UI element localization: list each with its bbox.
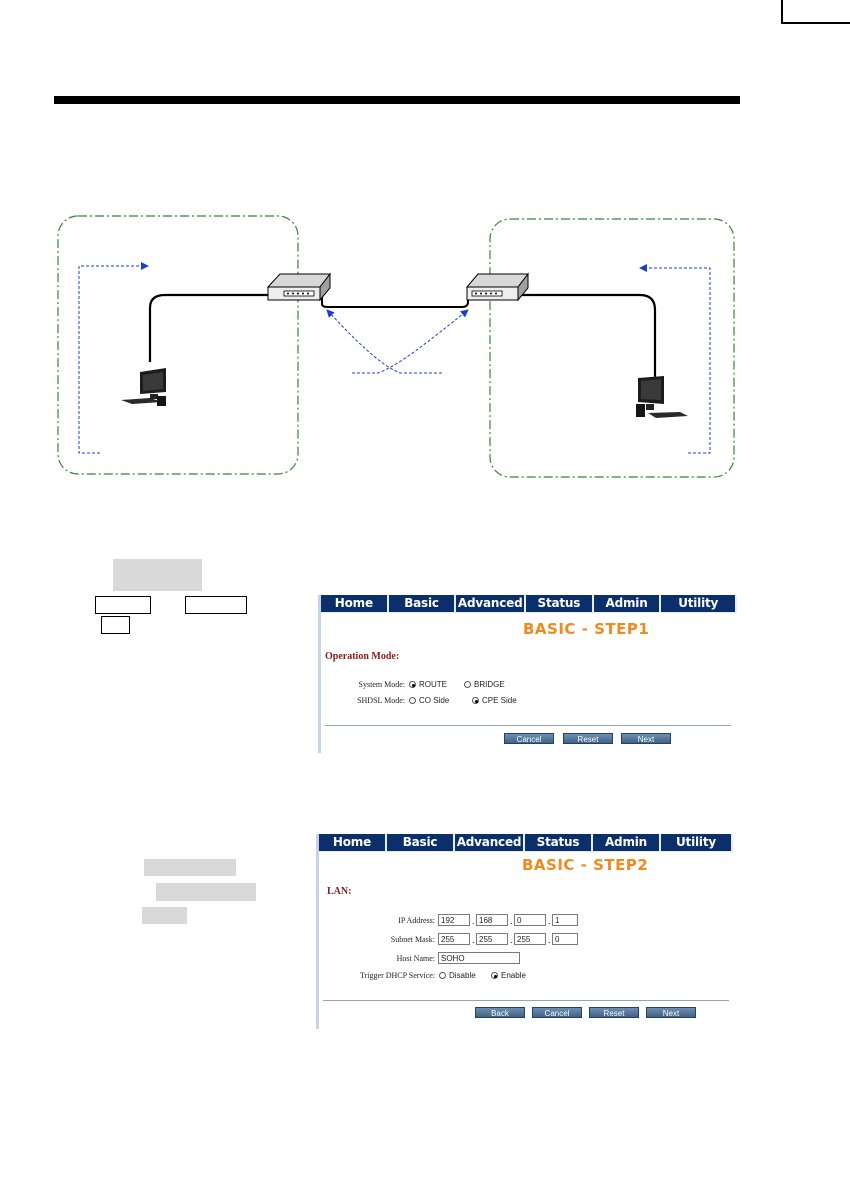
mask-octet-4[interactable]: 0 bbox=[552, 933, 578, 945]
redacted-text-1 bbox=[113, 559, 202, 591]
nav-utility[interactable]: Utility bbox=[661, 595, 735, 612]
boxed-term-2 bbox=[185, 596, 247, 614]
section-heading: LAN: bbox=[327, 886, 352, 897]
left-computer-icon bbox=[121, 368, 166, 406]
redacted-text-3 bbox=[156, 883, 256, 901]
reset-button[interactable]: Reset bbox=[589, 1007, 639, 1018]
chapter-title-rule bbox=[54, 96, 740, 104]
separator: . bbox=[510, 935, 513, 945]
option-label: ROUTE bbox=[419, 680, 447, 689]
host-name-label: Host Name: bbox=[396, 954, 435, 963]
dhcp-service-label: Trigger DHCP Service: bbox=[360, 971, 435, 980]
right-modem-icon bbox=[465, 272, 530, 302]
shdsl-line bbox=[321, 296, 469, 308]
system-mode-route-radio[interactable]: ROUTE bbox=[409, 680, 447, 689]
next-button[interactable]: Next bbox=[621, 733, 671, 744]
radio-selected-icon bbox=[409, 681, 416, 688]
network-diagram bbox=[57, 215, 735, 478]
dhcp-enable-radio[interactable]: Enable bbox=[491, 971, 526, 980]
back-button[interactable]: Back bbox=[475, 1007, 525, 1018]
nav-home[interactable]: Home bbox=[321, 595, 387, 612]
left-flow-arrow bbox=[78, 262, 149, 454]
left-site-boundary bbox=[57, 215, 299, 475]
divider bbox=[323, 1000, 729, 1001]
nav-admin[interactable]: Admin bbox=[593, 834, 659, 851]
radio-icon bbox=[464, 681, 471, 688]
radio-selected-icon bbox=[472, 697, 479, 704]
redacted-text-4 bbox=[142, 907, 187, 924]
cross-arrow-to-left-modem bbox=[326, 309, 442, 374]
right-site-boundary bbox=[489, 218, 735, 478]
shdsl-mode-label: SHDSL Mode: bbox=[357, 696, 405, 705]
next-button[interactable]: Next bbox=[646, 1007, 696, 1018]
reset-button[interactable]: Reset bbox=[563, 733, 613, 744]
system-mode-label: System Mode: bbox=[358, 680, 405, 689]
system-mode-bridge-radio[interactable]: BRIDGE bbox=[464, 680, 505, 689]
right-computer-icon bbox=[636, 376, 688, 418]
top-nav-bar: Home Basic Advanced Status Admin Utility bbox=[321, 595, 737, 613]
ip-octet-3[interactable]: 0 bbox=[514, 914, 546, 926]
cancel-button[interactable]: Cancel bbox=[504, 733, 554, 744]
mask-octet-2[interactable]: 255 bbox=[476, 933, 508, 945]
left-modem-icon bbox=[266, 272, 332, 302]
boxed-term-1 bbox=[95, 596, 151, 614]
ip-octet-4[interactable]: 1 bbox=[552, 914, 578, 926]
separator: . bbox=[472, 935, 475, 945]
shdsl-mode-cpe-radio[interactable]: CPE Side bbox=[472, 696, 517, 705]
dhcp-disable-radio[interactable]: Disable bbox=[439, 971, 476, 980]
radio-icon bbox=[409, 697, 416, 704]
nav-basic[interactable]: Basic bbox=[388, 595, 455, 612]
mask-octet-1[interactable]: 255 bbox=[438, 933, 470, 945]
ip-octet-1[interactable]: 192 bbox=[438, 914, 470, 926]
radio-icon bbox=[439, 972, 446, 979]
ip-octet-2[interactable]: 168 bbox=[476, 914, 508, 926]
option-label: Disable bbox=[449, 971, 476, 980]
ip-address-label: IP Address: bbox=[398, 916, 435, 925]
basic-step1-screenshot: Home Basic Advanced Status Admin Utility… bbox=[318, 595, 737, 753]
separator: . bbox=[510, 916, 513, 926]
separator: . bbox=[472, 916, 475, 926]
cross-arrow-to-right-modem bbox=[352, 309, 469, 374]
divider bbox=[325, 725, 731, 726]
crop-mark-horizontal bbox=[782, 22, 850, 24]
separator: . bbox=[548, 935, 551, 945]
subnet-mask-label: Subnet Mask: bbox=[390, 935, 435, 944]
nav-home[interactable]: Home bbox=[319, 834, 385, 851]
cancel-button[interactable]: Cancel bbox=[532, 1007, 582, 1018]
option-label: CPE Side bbox=[482, 696, 517, 705]
page-title: BASIC - STEP1 bbox=[523, 620, 650, 638]
left-lan-cable bbox=[148, 293, 272, 362]
nav-utility[interactable]: Utility bbox=[661, 834, 731, 851]
section-heading: Operation Mode: bbox=[325, 651, 400, 662]
separator: . bbox=[548, 916, 551, 926]
option-label: BRIDGE bbox=[474, 680, 505, 689]
mask-octet-3[interactable]: 255 bbox=[514, 933, 546, 945]
nav-advanced[interactable]: Advanced bbox=[456, 595, 525, 612]
page-title: BASIC - STEP2 bbox=[522, 856, 649, 874]
nav-admin[interactable]: Admin bbox=[593, 595, 660, 612]
nav-status[interactable]: Status bbox=[526, 595, 592, 612]
basic-step2-screenshot: Home Basic Advanced Status Admin Utility… bbox=[316, 834, 733, 1029]
boxed-term-3 bbox=[101, 616, 130, 634]
radio-selected-icon bbox=[491, 972, 498, 979]
right-lan-cable bbox=[518, 293, 657, 378]
host-name-input[interactable]: SOHO bbox=[438, 952, 520, 964]
crop-mark-vertical bbox=[781, 0, 783, 24]
nav-basic[interactable]: Basic bbox=[387, 834, 453, 851]
redacted-text-2 bbox=[144, 859, 236, 876]
top-nav-bar: Home Basic Advanced Status Admin Utility bbox=[319, 834, 733, 852]
nav-advanced[interactable]: Advanced bbox=[455, 834, 523, 851]
option-label: CO Side bbox=[419, 696, 450, 705]
nav-status[interactable]: Status bbox=[525, 834, 591, 851]
option-label: Enable bbox=[501, 971, 526, 980]
shdsl-mode-co-radio[interactable]: CO Side bbox=[409, 696, 449, 705]
right-flow-arrow bbox=[639, 264, 711, 454]
